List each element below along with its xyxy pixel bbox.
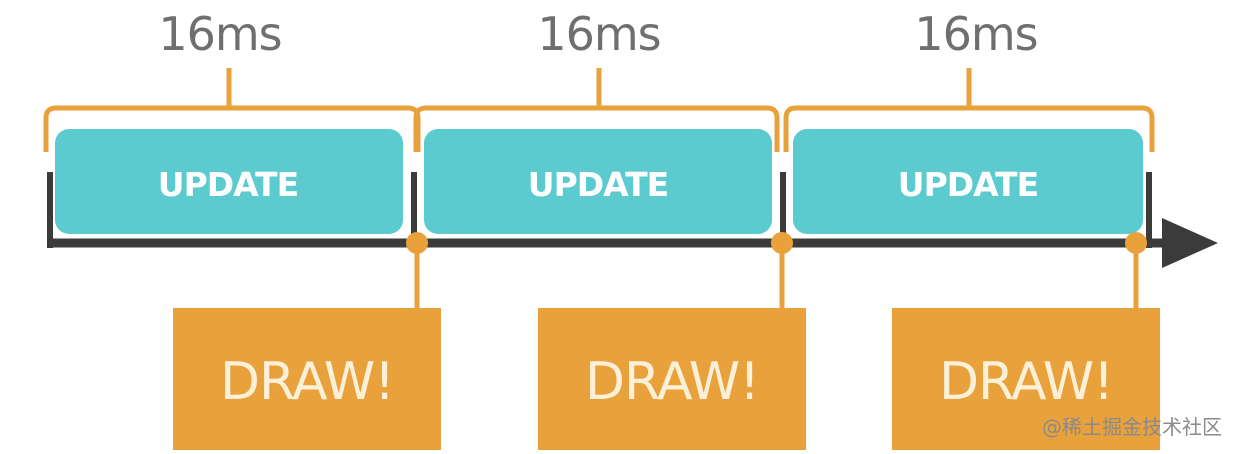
frame-3: 16ms UPDATE DRAW! [783,7,1160,450]
frame-2: 16ms UPDATE DRAW! [413,7,806,450]
watermark: @稀土掘金技术社区 [1042,415,1222,439]
update-label: UPDATE [898,165,1038,204]
update-label: UPDATE [158,165,298,204]
update-block [424,129,772,234]
frame-1: 16ms UPDATE DRAW! [43,7,441,450]
draw-trigger-dot [771,232,793,254]
frame-bracket [783,68,1155,152]
draw-box [892,308,1160,450]
timeline-arrow-head [1162,218,1218,268]
frame-duration-label: 16ms [158,7,281,61]
draw-label: DRAW! [939,352,1113,412]
draw-label: DRAW! [585,352,759,412]
frame-duration-label: 16ms [537,7,660,61]
frame-bracket [413,68,780,152]
draw-box [173,308,441,450]
draw-trigger-dot [1125,232,1147,254]
update-label: UPDATE [528,165,668,204]
draw-trigger-dot [406,232,428,254]
update-block [793,129,1143,234]
draw-label: DRAW! [220,352,394,412]
update-block [55,129,403,234]
draw-box [538,308,806,450]
frame-duration-label: 16ms [914,7,1037,61]
